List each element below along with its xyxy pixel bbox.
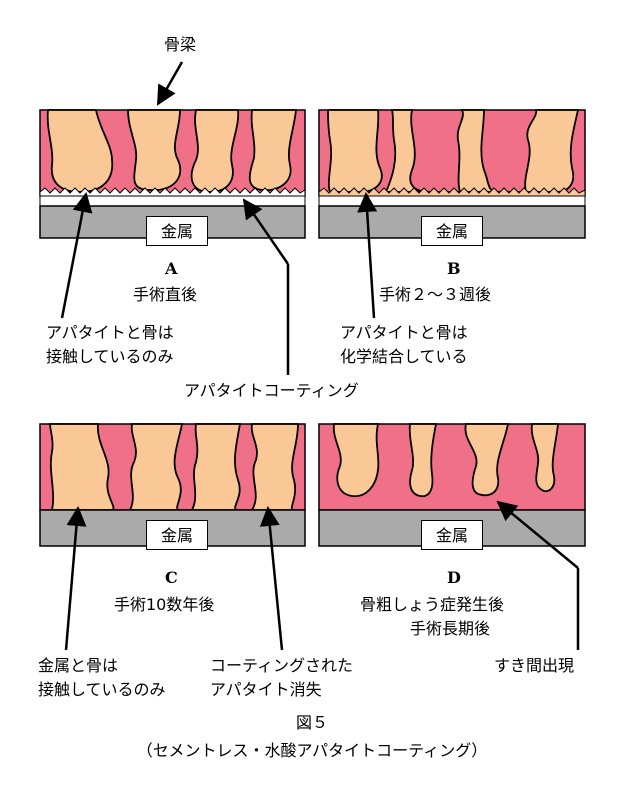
panel-d-caption-line2: 手術長期後 (410, 619, 491, 638)
panel-b-letter: B (447, 259, 461, 278)
note-b-line2: 化学結合している (340, 347, 468, 366)
panel-c-letter: C (165, 568, 178, 587)
note-d-gap: すき間出現 (494, 656, 575, 675)
panel-a (39, 109, 306, 239)
note-c-line2: 接触しているのみ (38, 680, 166, 699)
note-a-line1: アパタイトと骨は (46, 323, 174, 342)
note-c2-line2: アパタイト消失 (210, 680, 322, 699)
metal-label-b: 金属 (421, 216, 483, 246)
panel-d (318, 423, 586, 547)
note-c2-line1: コーティングされた (210, 656, 354, 675)
note-a-line2: 接触しているのみ (46, 347, 174, 366)
arrows (60, 61, 580, 651)
metal-label-d: 金属 (421, 520, 483, 550)
note-c-line1: 金属と骨は (38, 656, 119, 675)
note-b-line1: アパタイトと骨は (340, 323, 468, 342)
coating-label: アパタイトコーティング (184, 381, 359, 400)
trabecular-bone-label: 骨梁 (164, 35, 197, 54)
panel-d-caption-line1: 骨粗しょう症発生後 (360, 595, 505, 614)
metal-label-a: 金属 (146, 216, 208, 246)
panel-b-caption: 手術２～３週後 (379, 285, 492, 304)
panel-c (39, 423, 306, 547)
panel-c-caption: 手術10数年後 (114, 595, 215, 614)
metal-label-c: 金属 (146, 520, 208, 550)
figure-title: 図５ (295, 713, 328, 732)
panel-a-letter: A (165, 259, 178, 278)
panel-d-letter: D (447, 568, 461, 587)
panel-a-caption: 手術直後 (133, 285, 198, 304)
figure-subtitle: （セメントレス・水酸アパタイトコーティング） (136, 741, 488, 760)
